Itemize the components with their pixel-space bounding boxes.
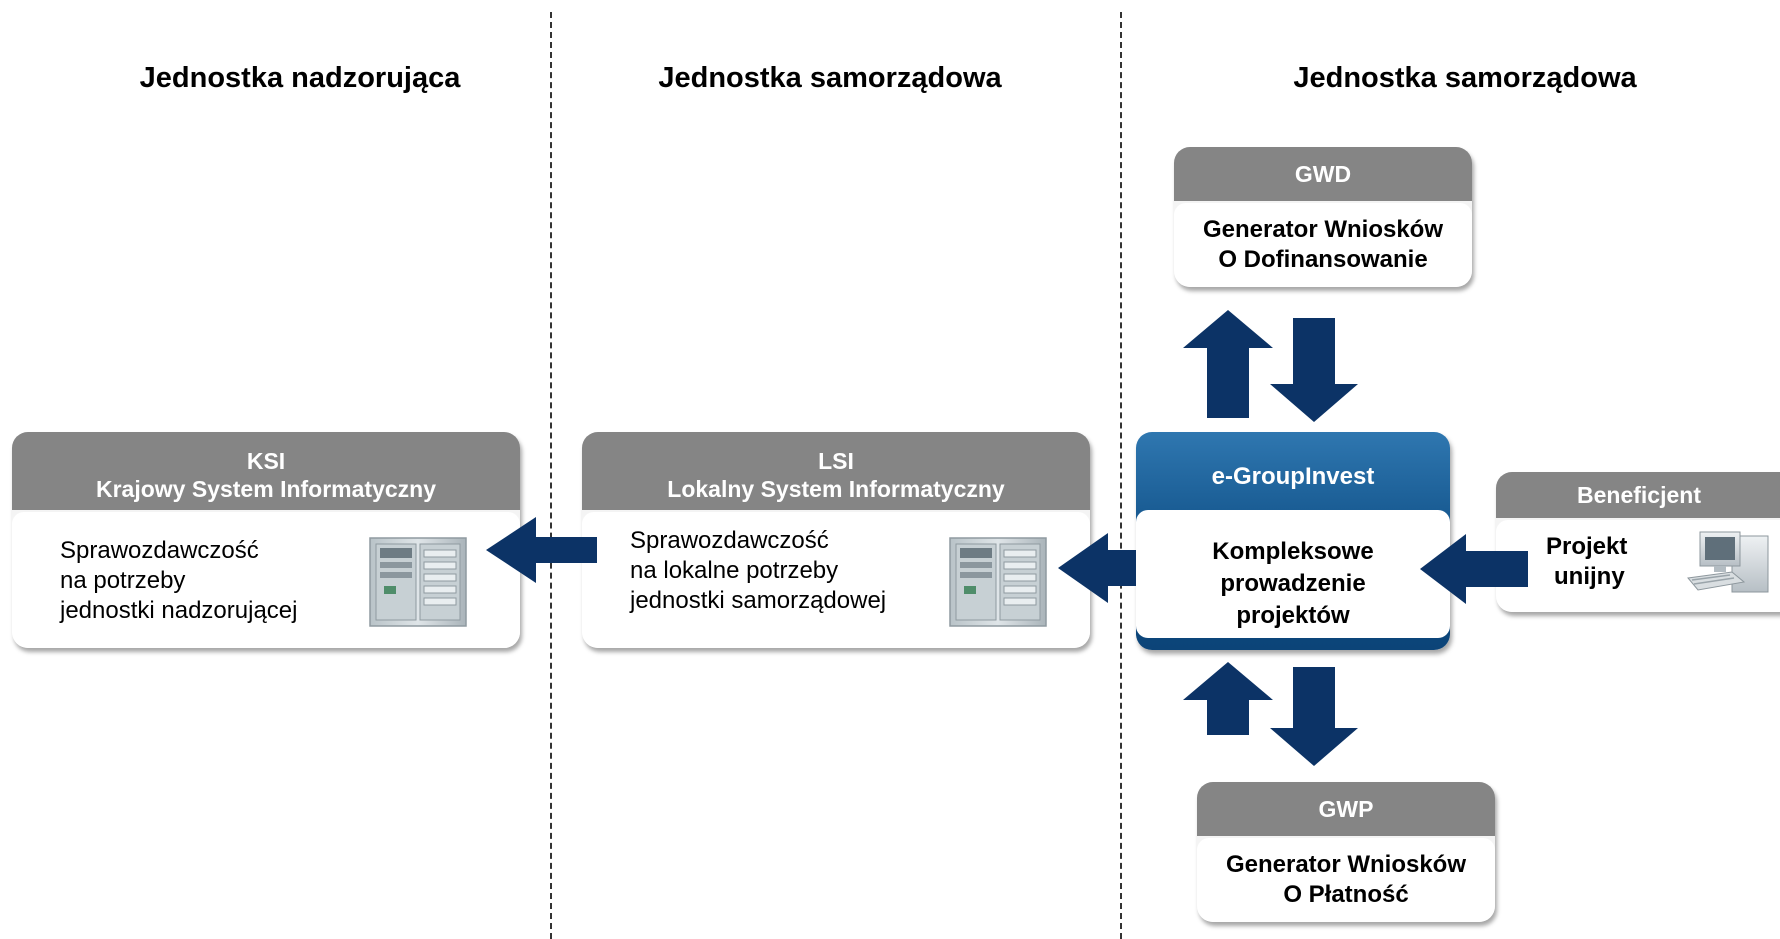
arrow-left-egi-to-lsi [1058,533,1136,603]
beneficjent-title: Beneficjent [1577,482,1701,508]
beneficjent-body-line: Projekt [1546,533,1628,560]
gwp-body: Generator Wniosków O Płatność [1197,838,1495,922]
lsi-body-line: Sprawozdawczość [630,527,829,554]
ksi-body-line: jednostki nadzorującej [60,597,298,624]
arrow-down-egi-to-gwp [1270,667,1358,766]
arrow-down-gwd-to-egi [1270,318,1358,422]
gwp-header: GWP [1197,782,1495,836]
arrow-up-egi-to-gwd [1183,310,1273,418]
ksi-acronym: KSI [246,448,286,474]
egroupinvest-body-line: Kompleksowe [1212,538,1374,565]
gwd-header: GWD [1174,147,1472,201]
lsi-name: Lokalny System Informatyczny [667,476,1005,502]
egroupinvest-body-line: prowadzenie [1220,570,1366,597]
column-divider-left [550,12,552,939]
ksi-header: KSI Krajowy System Informatyczny [12,432,520,510]
gwp-body-line: O Płatność [1283,881,1409,908]
lsi-body-line: na lokalne potrzeby [630,557,839,584]
gwp-box: GWP Generator Wniosków O Płatność [1197,782,1495,922]
ksi-body-line: Sprawozdawczość [60,537,259,564]
arrow-up-gwp-to-egi [1183,662,1273,735]
egroupinvest-box: e-GroupInvest Kompleksowe prowadzenie pr… [1136,432,1450,650]
column-header-local-2: Jednostka samorządowa [1293,62,1637,94]
gwd-acronym: GWD [1294,161,1352,187]
gwd-body-line: Generator Wniosków [1202,216,1444,243]
gwd-body-line: O Dofinansowanie [1218,246,1428,273]
gwd-box: GWD Generator Wniosków O Dofinansowanie [1174,147,1472,287]
egroupinvest-body-line: projektów [1236,602,1350,629]
gwp-body-line: Generator Wniosków [1225,851,1467,878]
gwd-body: Generator Wniosków O Dofinansowanie [1174,203,1472,287]
desktop-computer-icon [1687,531,1769,593]
ksi-body-line: na potrzeby [60,567,186,594]
server-rack-icon [369,537,467,627]
arrow-left-lsi-to-ksi [486,517,597,583]
server-rack-icon [949,537,1047,627]
beneficjent-body-line: unijny [1554,563,1625,590]
column-header-local-1: Jednostka samorządowa [658,62,1002,94]
arrow-left-beneficjent-to-egi [1420,534,1528,604]
lsi-header: LSI Lokalny System Informatyczny [582,432,1090,510]
column-divider-right [1120,12,1122,939]
beneficjent-header: Beneficjent [1496,472,1780,518]
lsi-body-line: jednostki samorządowej [630,587,887,614]
egroupinvest-title: e-GroupInvest [1211,463,1375,490]
gwp-acronym: GWP [1318,796,1374,822]
egroupinvest-body: Kompleksowe prowadzenie projektów [1136,510,1450,638]
ksi-name: Krajowy System Informatyczny [95,476,436,502]
lsi-acronym: LSI [818,448,854,474]
column-header-supervising: Jednostka nadzorująca [139,62,461,94]
